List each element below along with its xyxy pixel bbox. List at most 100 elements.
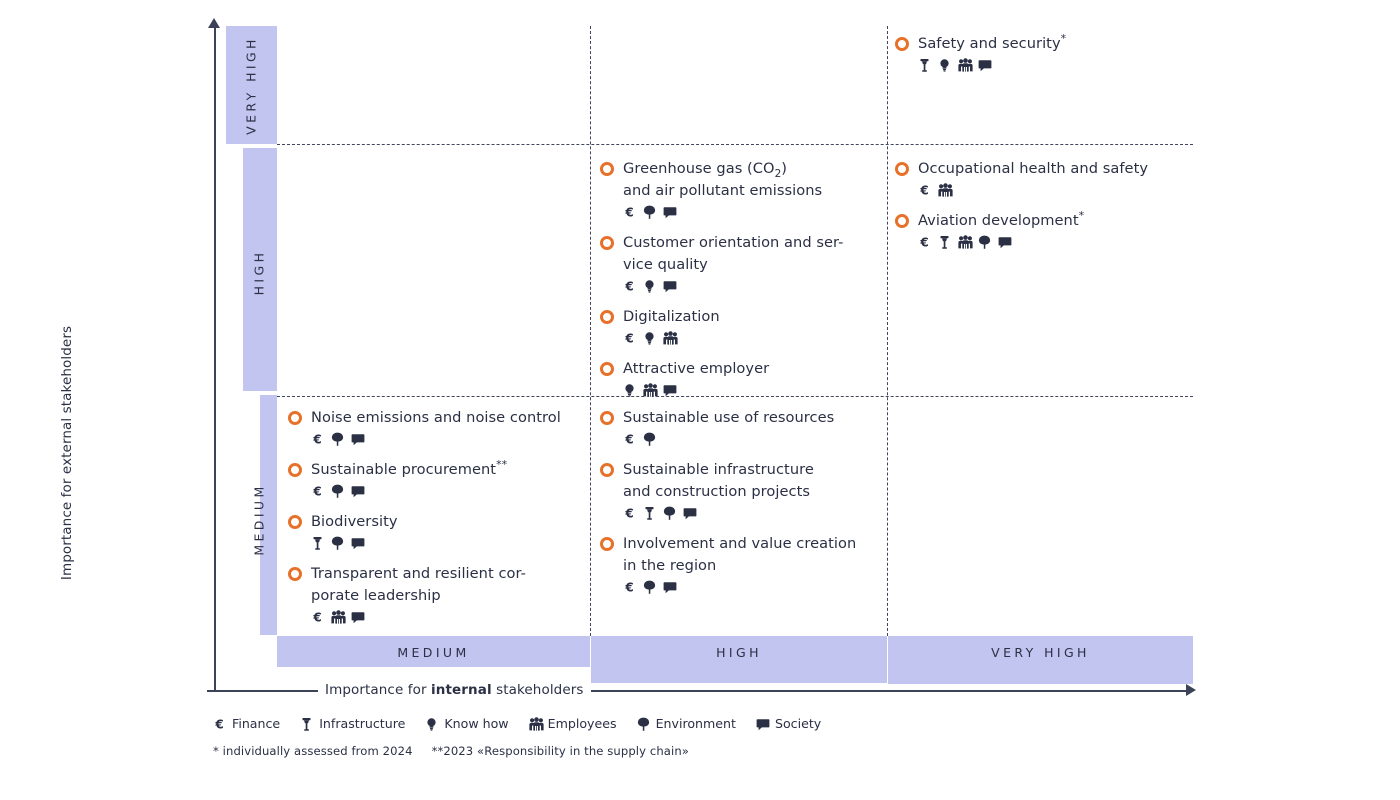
matrix-item[interactable]: Sustainable procurement**€ [286, 459, 586, 498]
finance-icon: € [311, 484, 324, 498]
matrix-item[interactable]: Aviation development* € [893, 210, 1193, 249]
bullet-marker-icon [895, 37, 909, 51]
matrix-item-label: Safety and security* [918, 32, 1067, 52]
environment-icon [643, 580, 656, 594]
footnote-single-asterisk: * individually assessed from 2024 [213, 744, 413, 758]
employees-icon [331, 609, 346, 624]
item-icon-row: € [623, 505, 883, 520]
matrix-item-label: Occupational health and safety [918, 160, 1149, 177]
legend-entry: Infrastructure [300, 716, 405, 731]
bullet-marker-icon [600, 362, 614, 376]
matrix-item[interactable]: Occupational health and safety € [893, 158, 1193, 197]
y-band-label-very-high: VERY HIGH [243, 36, 259, 135]
society-icon [998, 235, 1012, 249]
footnotes: * individually assessed from 2024 **2023… [213, 744, 689, 758]
item-icon-row: € [918, 234, 1193, 249]
x-axis-line [207, 690, 1192, 692]
bullet-marker-icon [600, 236, 614, 250]
knowhow-icon [623, 383, 636, 397]
x-axis-title-pre: Importance for [325, 682, 432, 698]
cell-veryhigh-veryhigh: Safety and security* [893, 33, 1193, 72]
matrix-item-label: Transparent and resilient cor-porate lea… [311, 565, 526, 604]
bullet-marker-icon [288, 515, 302, 529]
svg-text:€: € [624, 279, 633, 293]
item-icon-row: € [623, 579, 883, 594]
society-icon [663, 383, 677, 397]
svg-text:€: € [624, 205, 633, 219]
y-band-high [243, 148, 277, 391]
legend-entry: Society [756, 716, 821, 731]
cell-high-high: Greenhouse gas (CO2)and air pollutant em… [598, 158, 878, 397]
svg-text:€: € [312, 484, 321, 498]
legend-label: Employees [547, 716, 617, 731]
bullet-marker-icon [600, 310, 614, 324]
grid-line-vertical-right [887, 26, 888, 636]
finance-icon: € [623, 506, 636, 520]
matrix-item-label: Aviation development* [918, 209, 1085, 229]
environment-icon [331, 484, 344, 498]
svg-text:€: € [919, 183, 928, 197]
matrix-item[interactable]: Biodiversity [286, 511, 586, 550]
employees-icon [958, 234, 973, 249]
legend-label: Environment [655, 716, 736, 731]
society-icon [683, 506, 697, 520]
finance-icon: € [918, 235, 931, 249]
svg-text:€: € [624, 331, 633, 345]
grid-line-horizontal-upper [277, 144, 1193, 145]
svg-text:€: € [624, 506, 633, 520]
environment-icon [643, 205, 656, 219]
cell-medium-medium: Noise emissions and noise control€ Sustai… [286, 407, 586, 624]
x-band-label-very-high: VERY HIGH [991, 645, 1090, 660]
y-band-very-high [226, 26, 277, 144]
svg-text:€: € [214, 717, 223, 731]
item-icon-row: € [623, 204, 878, 219]
society-icon [663, 279, 677, 293]
finance-icon: € [213, 717, 226, 731]
bullet-marker-icon [600, 162, 614, 176]
knowhow-icon [643, 279, 656, 293]
legend-label: Society [774, 716, 822, 731]
matrix-item[interactable]: Noise emissions and noise control€ [286, 407, 586, 446]
legend-label: Know how [444, 716, 509, 731]
knowhow-icon [938, 58, 951, 72]
x-band-high [591, 636, 887, 683]
knowhow-icon [643, 331, 656, 345]
item-icon-row [918, 57, 1193, 72]
finance-icon: € [623, 279, 636, 293]
matrix-item[interactable]: Customer orientation and ser-vice qualit… [598, 232, 878, 293]
grid-line-vertical-left [590, 26, 591, 636]
item-icon-row: € [623, 278, 878, 293]
matrix-item[interactable]: Digitalization€ [598, 306, 878, 345]
employees-icon [643, 382, 658, 397]
legend-label: Infrastructure [319, 716, 406, 731]
society-icon [351, 432, 365, 446]
matrix-item[interactable]: Sustainable use of resources € [598, 407, 883, 446]
employees-icon [529, 716, 544, 731]
environment-icon [331, 536, 344, 550]
svg-text:€: € [312, 610, 321, 624]
matrix-item[interactable]: Attractive employer [598, 358, 878, 397]
item-icon-row: € [311, 483, 586, 498]
infrastructure-icon [643, 506, 656, 520]
y-band-label-high: HIGH [251, 249, 267, 296]
x-axis-title-post: stakeholders [491, 682, 584, 698]
legend-entry: Know how [425, 716, 509, 731]
matrix-item[interactable]: Transparent and resilient cor-porate lea… [286, 563, 586, 624]
finance-icon: € [623, 331, 636, 345]
item-icon-row: € [623, 431, 883, 446]
x-axis-title: Importance for internal stakeholders [318, 682, 591, 698]
society-icon [351, 536, 365, 550]
matrix-item[interactable]: Safety and security* [893, 33, 1193, 72]
matrix-item-label: Sustainable use of resources [623, 409, 835, 426]
infrastructure-icon [311, 536, 324, 550]
item-icon-row [623, 382, 878, 397]
x-band-label-high: HIGH [716, 645, 762, 660]
employees-icon [958, 57, 973, 72]
grid-line-horizontal-lower [277, 396, 1193, 397]
matrix-item[interactable]: Greenhouse gas (CO2)and air pollutant em… [598, 158, 878, 219]
finance-icon: € [623, 432, 636, 446]
